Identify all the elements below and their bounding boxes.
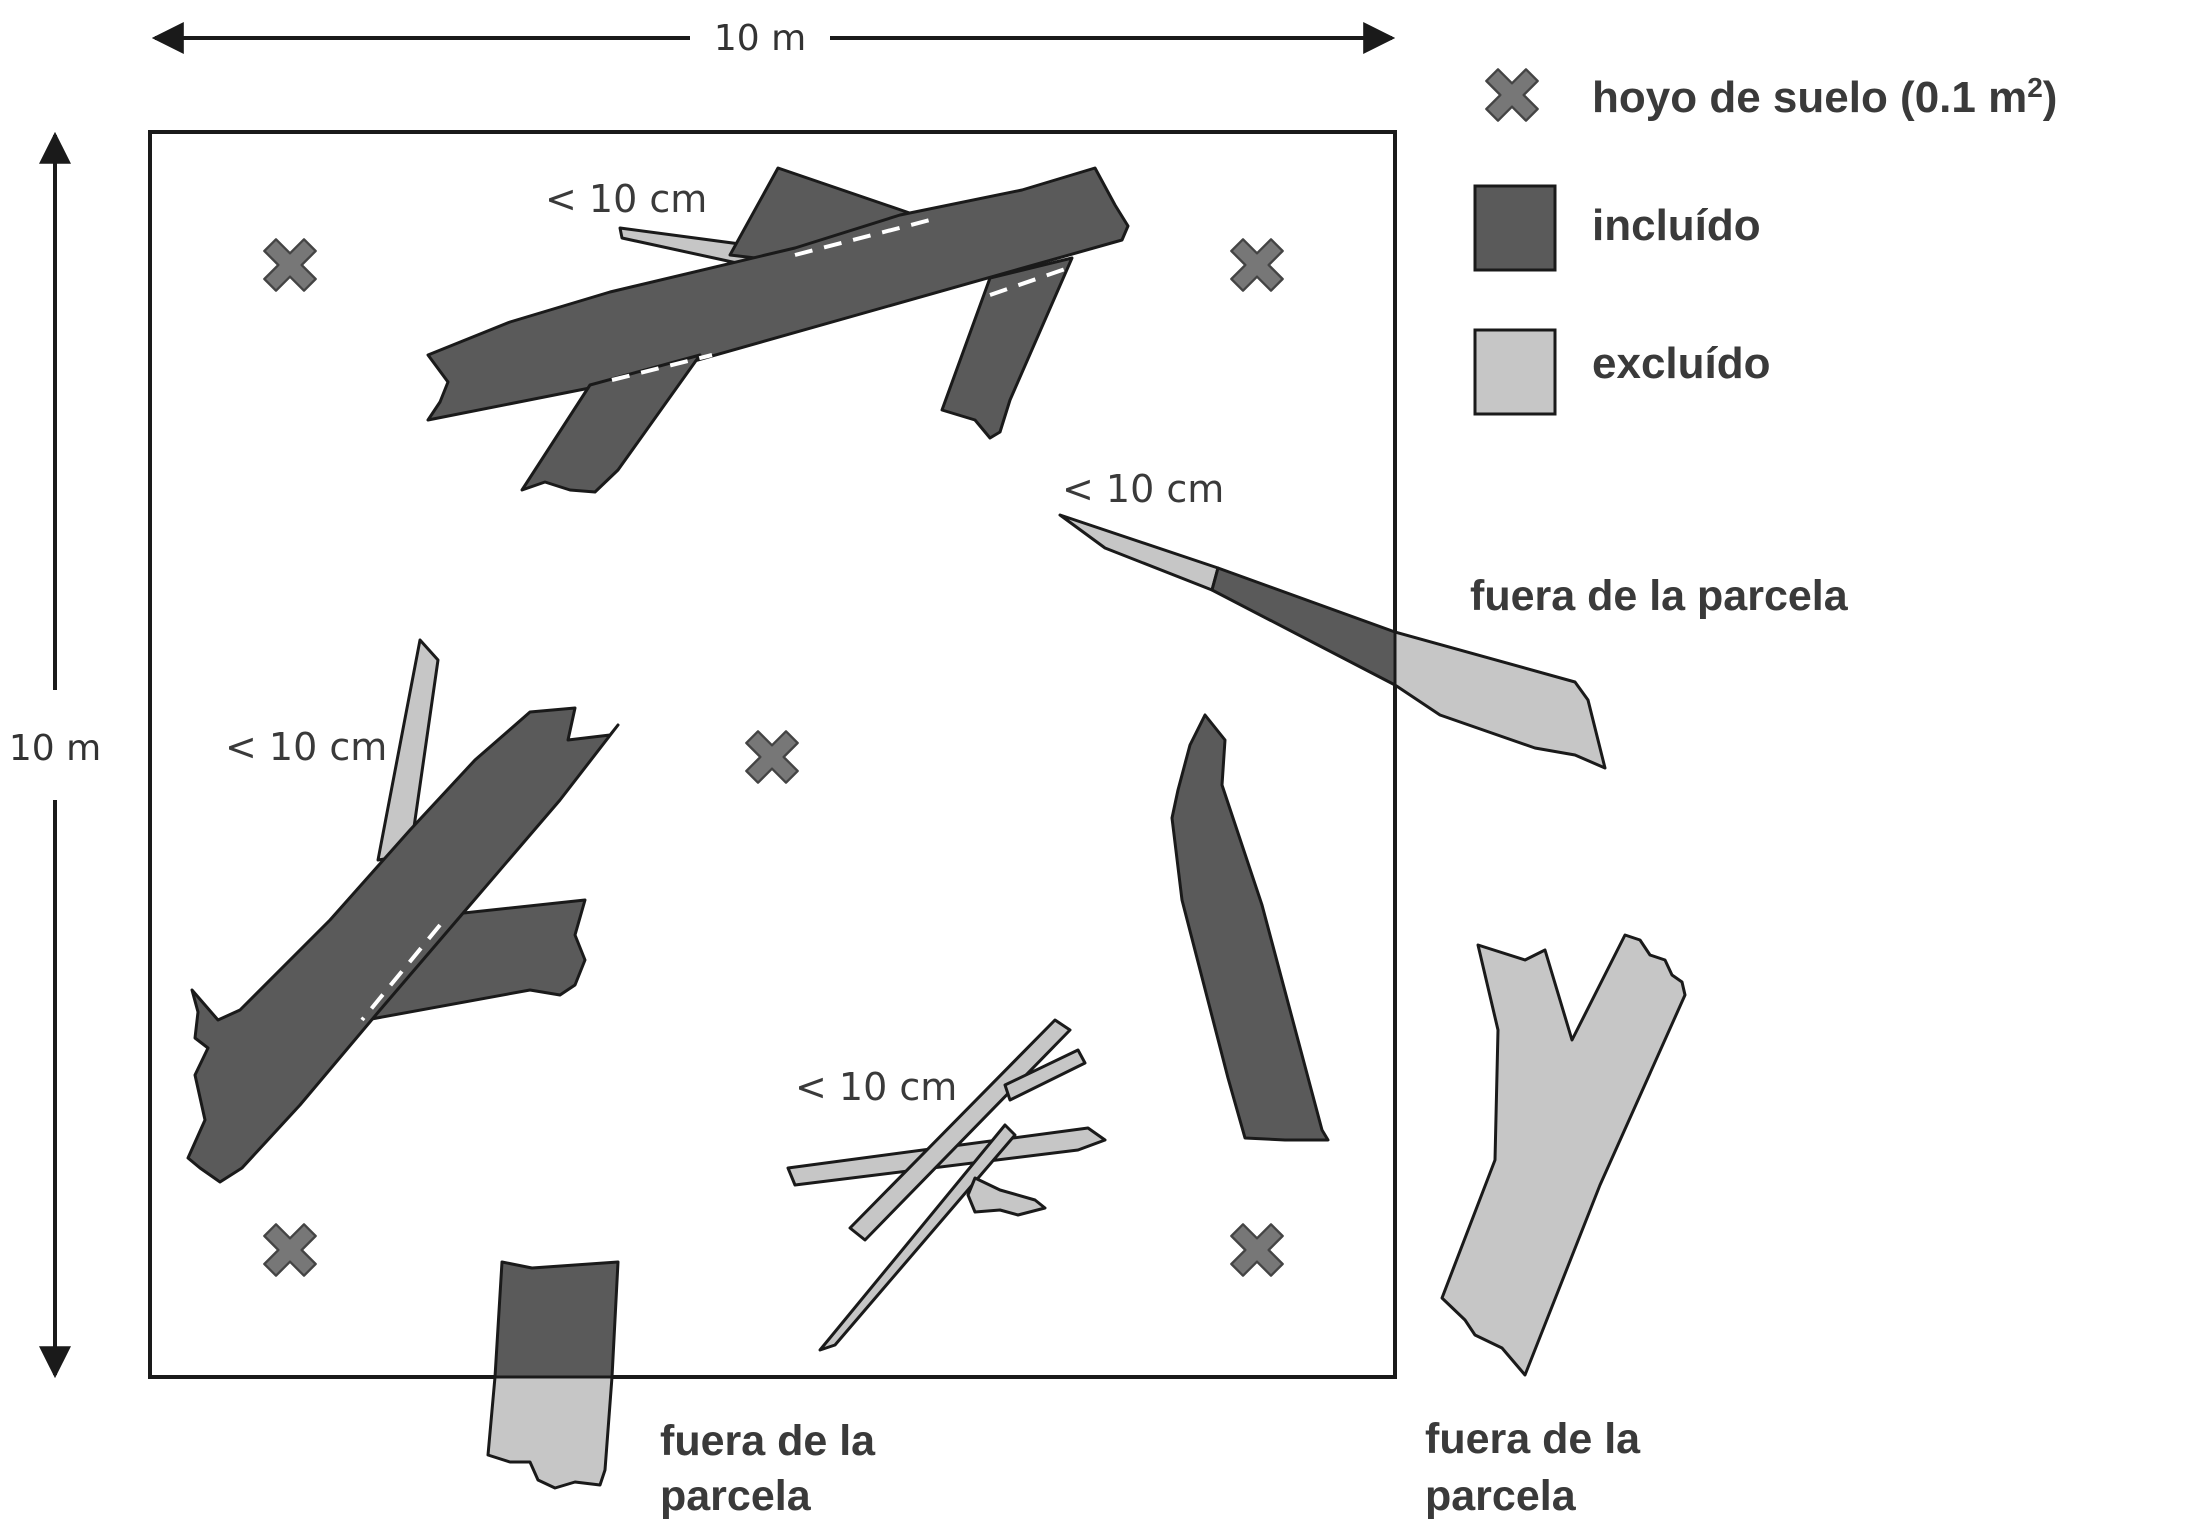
cut-line (989, 266, 1069, 297)
diameter-label: < 10 cm (545, 177, 707, 221)
diameter-label: < 10 cm (1062, 467, 1224, 511)
lower-right-branch (940, 256, 1074, 440)
outside-y-log (1440, 933, 1687, 1377)
small-fragment (966, 1176, 1047, 1217)
right-diagonal-log: < 10 cm (1058, 467, 1607, 770)
legend-x-mark-icon (1485, 68, 1539, 122)
soil-pit-x-mark-icon (1230, 1223, 1284, 1277)
log-segment-excluded (1058, 513, 1220, 592)
left-dimension: 10 m (9, 131, 101, 1379)
outside-label-line1: fuera de la (660, 1417, 876, 1465)
small-branch (818, 1123, 1017, 1352)
top-log-group: < 10 cm (426, 166, 1130, 494)
small-branch (1003, 1048, 1087, 1102)
log-segment-outside (486, 1375, 614, 1490)
outside-label-line2: parcela (1425, 1472, 1577, 1520)
bottom-log (486, 1260, 620, 1490)
vertical-log (1170, 713, 1330, 1142)
soil-pit-x-mark-icon (263, 1223, 317, 1277)
legend: hoyo de suelo (0.1 m2) incluído excluído (1473, 68, 2057, 416)
soil-pit-x-mark-icon (745, 730, 799, 784)
outside-label-line1: fuera de la (1425, 1415, 1641, 1463)
left-height-label: 10 m (9, 728, 101, 769)
plot-boundary (148, 130, 1397, 1379)
soil-pit-x-mark-icon (1230, 238, 1284, 292)
top-dimension: 10 m (151, 18, 1396, 59)
outside-label-line2: parcela (660, 1472, 812, 1520)
log-segment-included (493, 1260, 620, 1379)
diameter-label: < 10 cm (795, 1065, 957, 1109)
small-branches-group: < 10 cm (786, 1018, 1107, 1352)
legend-excluded-swatch (1473, 328, 1557, 416)
diameter-label: < 10 cm (225, 725, 387, 769)
left-log-group: < 10 cm (186, 638, 620, 1184)
main-log (426, 166, 1130, 422)
legend-excluded: excluído (1592, 339, 1771, 388)
small-branch (848, 1018, 1072, 1242)
cut-line (611, 353, 713, 382)
log-segment-outside (1393, 630, 1607, 770)
top-width-label: 10 m (714, 18, 806, 59)
log-segment-included (1210, 566, 1397, 687)
outside-label: fuera de la parcela (1470, 572, 1849, 620)
legend-soil-pit: hoyo de suelo (0.1 m2) (1592, 72, 2057, 123)
legend-included: incluído (1592, 201, 1761, 250)
legend-included-swatch (1473, 184, 1557, 272)
right-branch (353, 898, 587, 1024)
soil-pit-x-mark-icon (263, 238, 317, 292)
cut-line (794, 218, 931, 257)
main-log (186, 706, 620, 1184)
cut-line (360, 923, 442, 1022)
lower-left-branch (520, 353, 702, 494)
